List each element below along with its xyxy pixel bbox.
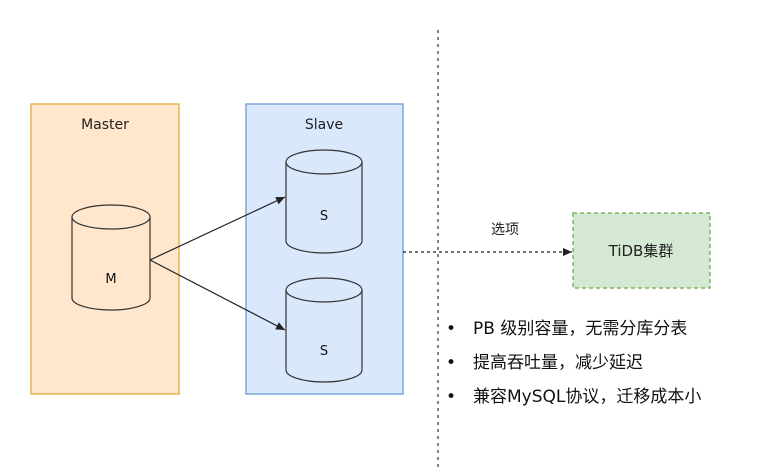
- replication-arrow-bottom: [149, 259, 286, 331]
- option-arrow-label: 选项: [491, 222, 519, 238]
- benefit-text: PB 级别容量，无需分库分表: [473, 319, 688, 339]
- bullet-dot-icon: •: [446, 353, 457, 373]
- master-db-label: M: [105, 272, 116, 287]
- slave-db-bottom-label: S: [320, 344, 328, 359]
- slave-db-top-label: S: [320, 209, 328, 224]
- master-database-icon[interactable]: [71, 204, 151, 311]
- benefit-item: • 兼容MySQL协议，迁移成本小: [441, 386, 701, 420]
- benefit-item: • 提高吞吐量，减少延迟: [441, 352, 701, 386]
- benefit-text: 兼容MySQL协议，迁移成本小: [473, 387, 702, 407]
- slave-database-top-icon[interactable]: [285, 149, 363, 254]
- master-title: Master: [81, 117, 129, 133]
- bullet-dot-icon: •: [446, 387, 457, 407]
- slave-title: Slave: [305, 117, 343, 133]
- bullet-dot-icon: •: [446, 319, 457, 339]
- tidb-cluster-box[interactable]: [572, 212, 711, 289]
- benefit-text: 提高吞吐量，减少延迟: [473, 353, 643, 373]
- benefits-list: • PB 级别容量，无需分库分表 • 提高吞吐量，减少延迟 • 兼容MySQL协…: [441, 318, 701, 420]
- slave-database-bottom-icon[interactable]: [285, 277, 363, 383]
- replication-arrow-top: [149, 196, 286, 261]
- tidb-cluster-label: TiDB集群: [608, 242, 674, 260]
- benefit-item: • PB 级别容量，无需分库分表: [441, 318, 701, 352]
